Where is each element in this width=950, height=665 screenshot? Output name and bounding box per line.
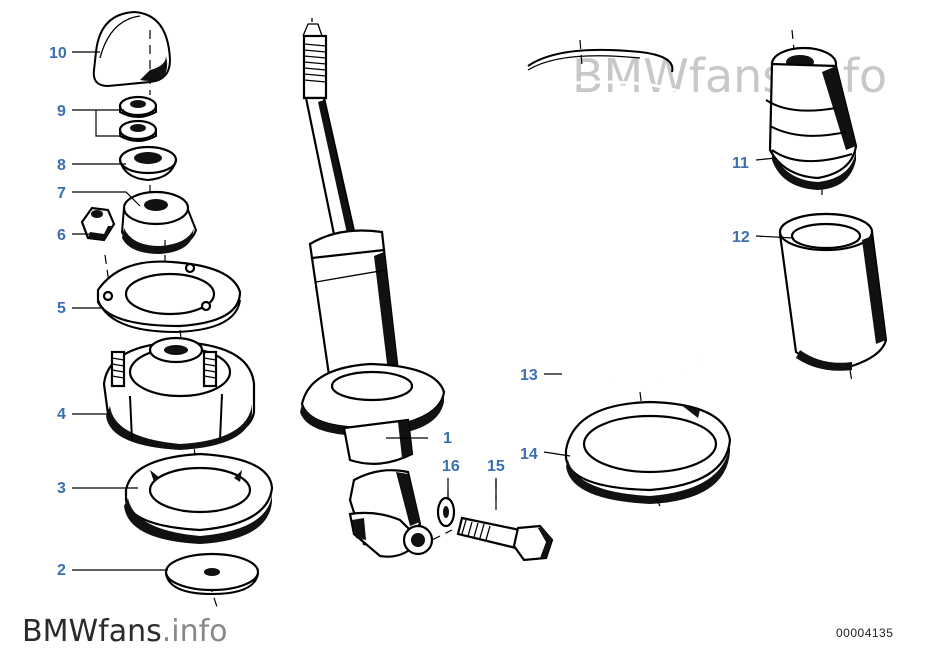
label-part-14: 14 (520, 446, 538, 463)
gasket-part (96, 260, 242, 334)
bump-stop-part (765, 29, 858, 200)
watermark-bottom: BMWfans.info (22, 614, 228, 649)
leader-9 (72, 109, 124, 137)
label-part-16: 16 (442, 458, 460, 475)
leader-lines (72, 51, 795, 571)
cup-part (118, 145, 178, 182)
rubber-mount-part (120, 190, 198, 254)
label-part-11: 11 (732, 155, 749, 172)
watermark-brand: BMWfans (22, 614, 162, 649)
label-part-1: 1 (443, 430, 452, 447)
label-part-2: 2 (57, 562, 66, 579)
label-part-13: 13 (520, 367, 538, 384)
watermark-suffix: .info (161, 614, 228, 649)
protective-tube-part (778, 212, 888, 383)
leader-11 (755, 157, 777, 161)
label-part-12: 12 (732, 229, 750, 246)
cap-part (92, 10, 172, 88)
label-part-9: 9 (57, 103, 66, 120)
leader-14 (543, 451, 571, 457)
label-part-7: 7 (57, 185, 66, 202)
drawing-number: 00004135 (836, 626, 894, 640)
bolt-group (431, 480, 554, 562)
label-part-10: 10 (49, 45, 67, 62)
spring-support-part (102, 336, 256, 450)
label-part-4: 4 (57, 406, 66, 423)
nuts-part (118, 95, 158, 142)
hex-nut-part (80, 206, 116, 242)
label-part-5: 5 (57, 300, 66, 317)
label-part-15: 15 (487, 458, 505, 475)
small-washer-part (436, 496, 456, 528)
hex-bolt-part (456, 516, 554, 562)
coil-spring-part (510, 39, 712, 477)
label-part-6: 6 (57, 227, 66, 244)
rubber-ring-part (124, 452, 274, 544)
leader-7 (72, 191, 141, 207)
left-stack (80, 10, 274, 611)
shock-absorber-part (300, 18, 446, 558)
part-labels: 1 2 3 4 5 6 7 8 9 10 11 12 13 14 15 16 (49, 45, 750, 579)
leader-12 (755, 235, 795, 239)
label-part-3: 3 (57, 480, 66, 497)
washer-part (164, 552, 260, 596)
spring-pad-part (564, 400, 732, 511)
spring-coils (510, 80, 712, 387)
label-part-8: 8 (57, 157, 66, 174)
